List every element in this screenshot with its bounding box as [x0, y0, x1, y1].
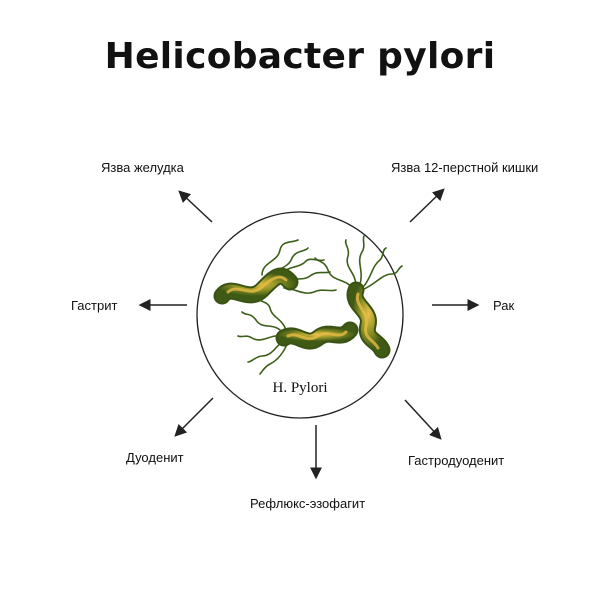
condition-right: Рак [493, 298, 515, 313]
bacterium-icon [314, 235, 403, 359]
condition-bottom-left: Дуоденит [126, 450, 184, 465]
page-title: Helicobacter pylori [104, 36, 496, 77]
condition-top-right: Язва 12-перстной кишки [391, 160, 539, 175]
condition-left: Гастрит [71, 298, 118, 313]
center-circle [196, 211, 404, 419]
arrow-icon [174, 397, 214, 437]
condition-bottom: Рефлюкс-эзофагит [250, 496, 366, 511]
arrow-icon [404, 399, 442, 440]
bacterium-icon [237, 299, 359, 375]
center-label: H. Pylori [272, 380, 328, 396]
arrows [138, 188, 480, 480]
bacterium-icon [213, 239, 337, 305]
arrow-icon [409, 188, 445, 223]
arrow-icon [178, 190, 213, 223]
condition-top-left: Язва желудка [101, 160, 184, 175]
condition-bottom-right: Гастродуоденит [408, 453, 505, 468]
